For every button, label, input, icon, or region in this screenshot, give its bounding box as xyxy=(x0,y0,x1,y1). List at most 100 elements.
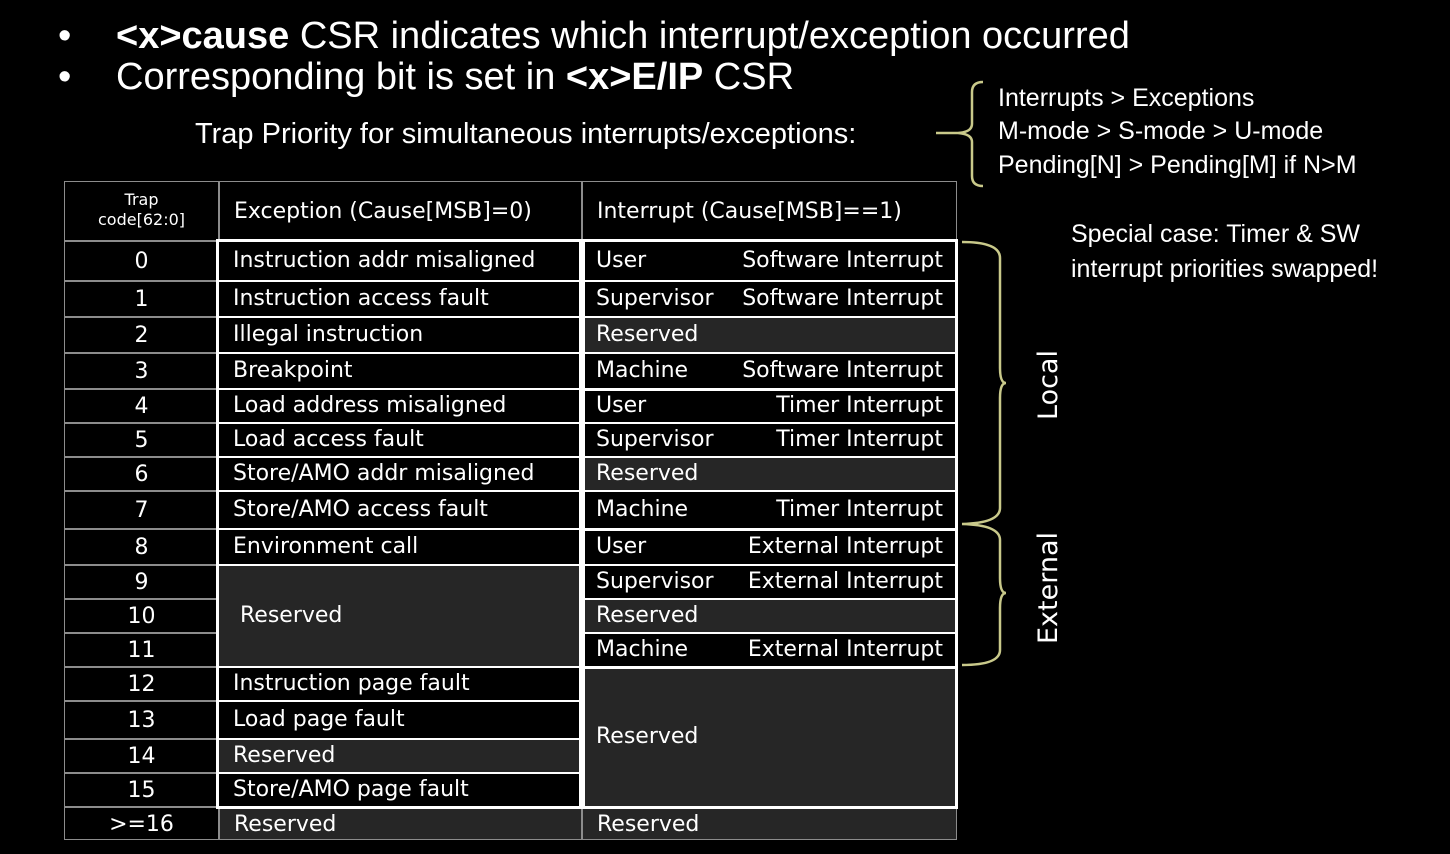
interrupt-mode: Machine xyxy=(596,358,689,383)
header-trap-code-line-2: code[62:0] xyxy=(98,210,185,229)
interrupt-kind: Timer Interrupt xyxy=(776,427,943,452)
row-divider xyxy=(219,528,582,530)
exception-cell: Reserved xyxy=(219,739,582,773)
bullet-eip: •Corresponding bit is set in <x>E/IP CSR xyxy=(58,56,795,98)
interrupt-mode: Machine xyxy=(596,497,689,522)
interrupt-mode: Reserved xyxy=(596,322,699,347)
interrupt-kind: External Interrupt xyxy=(747,637,943,662)
external-label: External xyxy=(1033,531,1064,645)
exception-label: Reserved xyxy=(234,812,337,837)
interrupt-mode: Supervisor xyxy=(596,427,714,452)
exception-label: Breakpoint xyxy=(233,358,353,383)
row-divider xyxy=(219,490,582,492)
exception-label: Illegal instruction xyxy=(233,322,424,347)
header-exception: Exception (Cause[MSB]=0) xyxy=(219,181,582,241)
trap-code: 14 xyxy=(64,739,219,773)
row-divider xyxy=(219,280,582,282)
header-interrupt-label: Interrupt (Cause[MSB]==1) xyxy=(597,199,902,224)
interrupt-kind: Timer Interrupt xyxy=(776,497,943,522)
row-divider xyxy=(219,456,582,458)
bullet-eip-suffix: CSR xyxy=(703,56,795,98)
special-case-line-1: Special case: Timer & SW xyxy=(1071,220,1360,248)
exception-label: Store/AMO addr misaligned xyxy=(233,461,535,486)
trap-code: 5 xyxy=(64,423,219,457)
exception-label: Store/AMO access fault xyxy=(233,497,488,522)
trap-code: 4 xyxy=(64,389,219,423)
trap-code: >=16 xyxy=(64,807,219,840)
interrupt-kind: Timer Interrupt xyxy=(776,393,943,418)
interrupt-mode: Reserved xyxy=(596,724,699,749)
header-trap-code: Trap code[62:0] xyxy=(64,181,219,241)
row-divider xyxy=(582,598,957,600)
trap-code: 10 xyxy=(64,599,219,633)
exception-cell: Store/AMO access fault xyxy=(219,491,582,529)
trap-code: 9 xyxy=(64,565,219,599)
exception-label: Load page fault xyxy=(233,707,405,732)
exception-cell: Load page fault xyxy=(219,701,582,739)
exception-cell: Reserved xyxy=(219,807,582,840)
local-external-bracket xyxy=(961,240,1007,667)
interrupt-kind: Software Interrupt xyxy=(742,286,943,311)
bullet-cause: • <x>cause CSR indicates which interrupt/… xyxy=(58,15,1130,57)
exception-label: Load access fault xyxy=(233,427,424,452)
trap-code: 0 xyxy=(64,241,219,281)
exception-label: Load address misaligned xyxy=(233,393,507,418)
exception-cell: Breakpoint xyxy=(219,353,582,389)
row-divider xyxy=(219,738,582,740)
interrupt-mode: Supervisor xyxy=(596,569,714,594)
trap-code: 1 xyxy=(64,281,219,317)
priority-line-2: M-mode > S-mode > U-mode xyxy=(998,117,1324,145)
interrupt-mode: User xyxy=(596,534,647,559)
interrupt-mode: User xyxy=(596,248,647,273)
exception-label: Instruction access fault xyxy=(233,286,489,311)
interrupt-cell: Reserved xyxy=(582,599,957,633)
trap-code: 6 xyxy=(64,457,219,491)
row-divider xyxy=(582,564,957,566)
trap-code: 2 xyxy=(64,317,219,353)
row-divider xyxy=(219,422,582,424)
interrupt-reserved-block: Reserved xyxy=(582,667,957,807)
interrupt-mode: User xyxy=(596,393,647,418)
trap-code: 15 xyxy=(64,773,219,807)
eip-csr-name: <x>E/IP xyxy=(565,56,704,98)
interrupt-mode: Reserved xyxy=(596,603,699,628)
trap-code: 7 xyxy=(64,491,219,529)
row-divider xyxy=(582,352,957,354)
interrupt-kind: Software Interrupt xyxy=(742,248,943,273)
header-interrupt: Interrupt (Cause[MSB]==1) xyxy=(582,181,957,241)
exception-reserved-block: Reserved xyxy=(219,565,582,667)
interrupt-cell: Reserved xyxy=(582,317,957,353)
row-divider xyxy=(219,352,582,354)
exception-cell: Instruction access fault xyxy=(219,281,582,317)
cause-csr-name: <x>cause xyxy=(116,15,290,57)
bullet-cause-text: CSR indicates which interrupt/exception … xyxy=(289,15,1130,57)
interrupt-cell: Reserved xyxy=(582,807,957,840)
row-divider xyxy=(582,632,957,634)
exception-cell: Instruction page fault xyxy=(219,667,582,701)
exception-label: Instruction addr misaligned xyxy=(233,248,536,273)
bullet-dot: • xyxy=(58,56,72,98)
bullet-dot: • xyxy=(58,15,72,57)
row-divider xyxy=(582,316,957,318)
exception-cell: Load access fault xyxy=(219,423,582,457)
priority-brace xyxy=(936,80,984,188)
exception-label: Reserved xyxy=(240,603,343,628)
exception-label: Reserved xyxy=(233,743,336,768)
interrupt-cell: User Timer Interrupt xyxy=(582,389,957,423)
interrupt-kind: External Interrupt xyxy=(747,534,943,559)
exception-label: Instruction page fault xyxy=(233,671,470,696)
row-divider xyxy=(219,772,582,774)
row-divider xyxy=(582,280,957,282)
local-label: Local xyxy=(1033,350,1064,420)
exception-cell: Instruction addr misaligned xyxy=(219,241,582,281)
trap-code: 3 xyxy=(64,353,219,389)
exception-cell: Environment call xyxy=(219,529,582,565)
row-divider xyxy=(582,490,957,492)
trap-code: 13 xyxy=(64,701,219,739)
exception-label: Environment call xyxy=(233,534,419,559)
trap-code: 12 xyxy=(64,667,219,701)
exception-label: Store/AMO page fault xyxy=(233,777,469,802)
